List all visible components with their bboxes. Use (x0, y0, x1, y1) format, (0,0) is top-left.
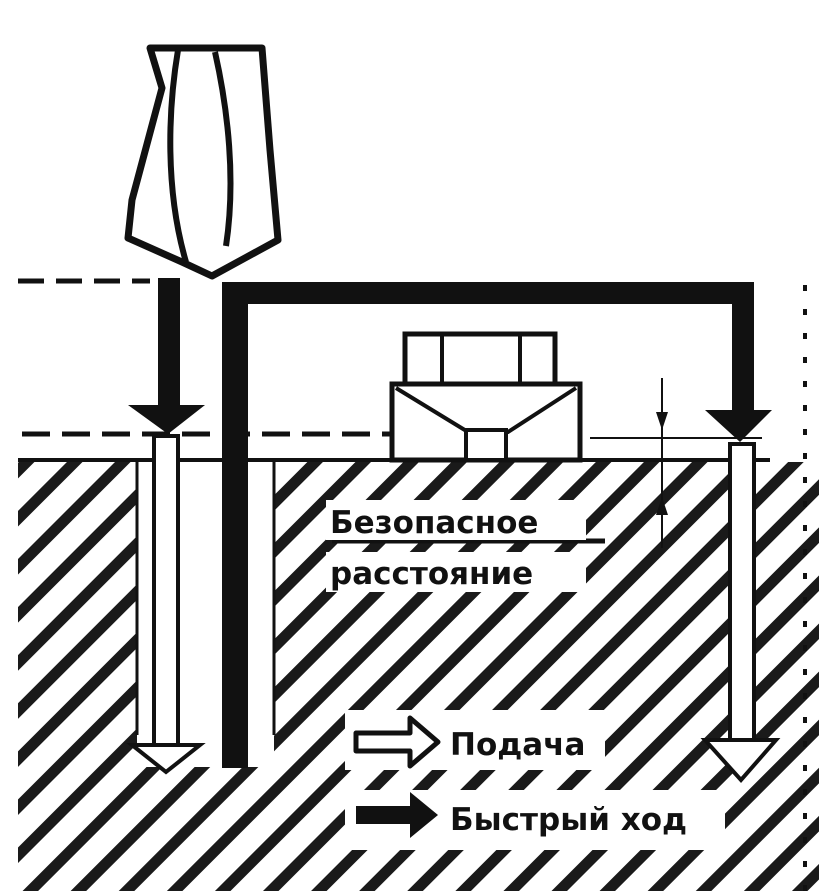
rapid-traverse-path (128, 278, 772, 768)
clamp-nut-top (402, 331, 558, 387)
rapid-down-arrowhead (128, 405, 205, 434)
safe-distance-label-line1: Безопасное (330, 505, 538, 541)
safe-distance-label-line2: расстояние (330, 556, 533, 592)
rapid-cross-bar (222, 282, 754, 304)
dimension-arrow-down (656, 412, 668, 430)
feed-down-arrowhead (126, 743, 206, 775)
feed-path (126, 434, 781, 784)
legend-feed-arrow (353, 715, 441, 769)
legend-feed-label: Подача (450, 727, 585, 763)
reference-lines (18, 278, 807, 891)
feed-right-shaft (728, 442, 756, 742)
drill-bit (124, 44, 282, 280)
feed-down-shaft (152, 434, 180, 750)
safe-distance-label: Безопасное расстояние (326, 500, 586, 592)
legend-rapid-arrow (356, 792, 438, 838)
rapid-down-bar (158, 278, 180, 410)
legend: Подача Быстрый ход (345, 710, 725, 850)
drill-bit-flute (167, 49, 189, 263)
clamp-nut (389, 331, 583, 463)
dimension-arrow-up (656, 497, 668, 515)
legend-rapid-label: Быстрый ход (450, 802, 687, 838)
safe-distance-dimension (332, 378, 668, 548)
rapid-return-bar (222, 284, 248, 768)
rapid-right-arrowhead (705, 410, 772, 442)
feed-right-arrowhead (700, 738, 781, 784)
drill-bit-body (124, 44, 282, 280)
rapid-right-bar (732, 282, 754, 414)
